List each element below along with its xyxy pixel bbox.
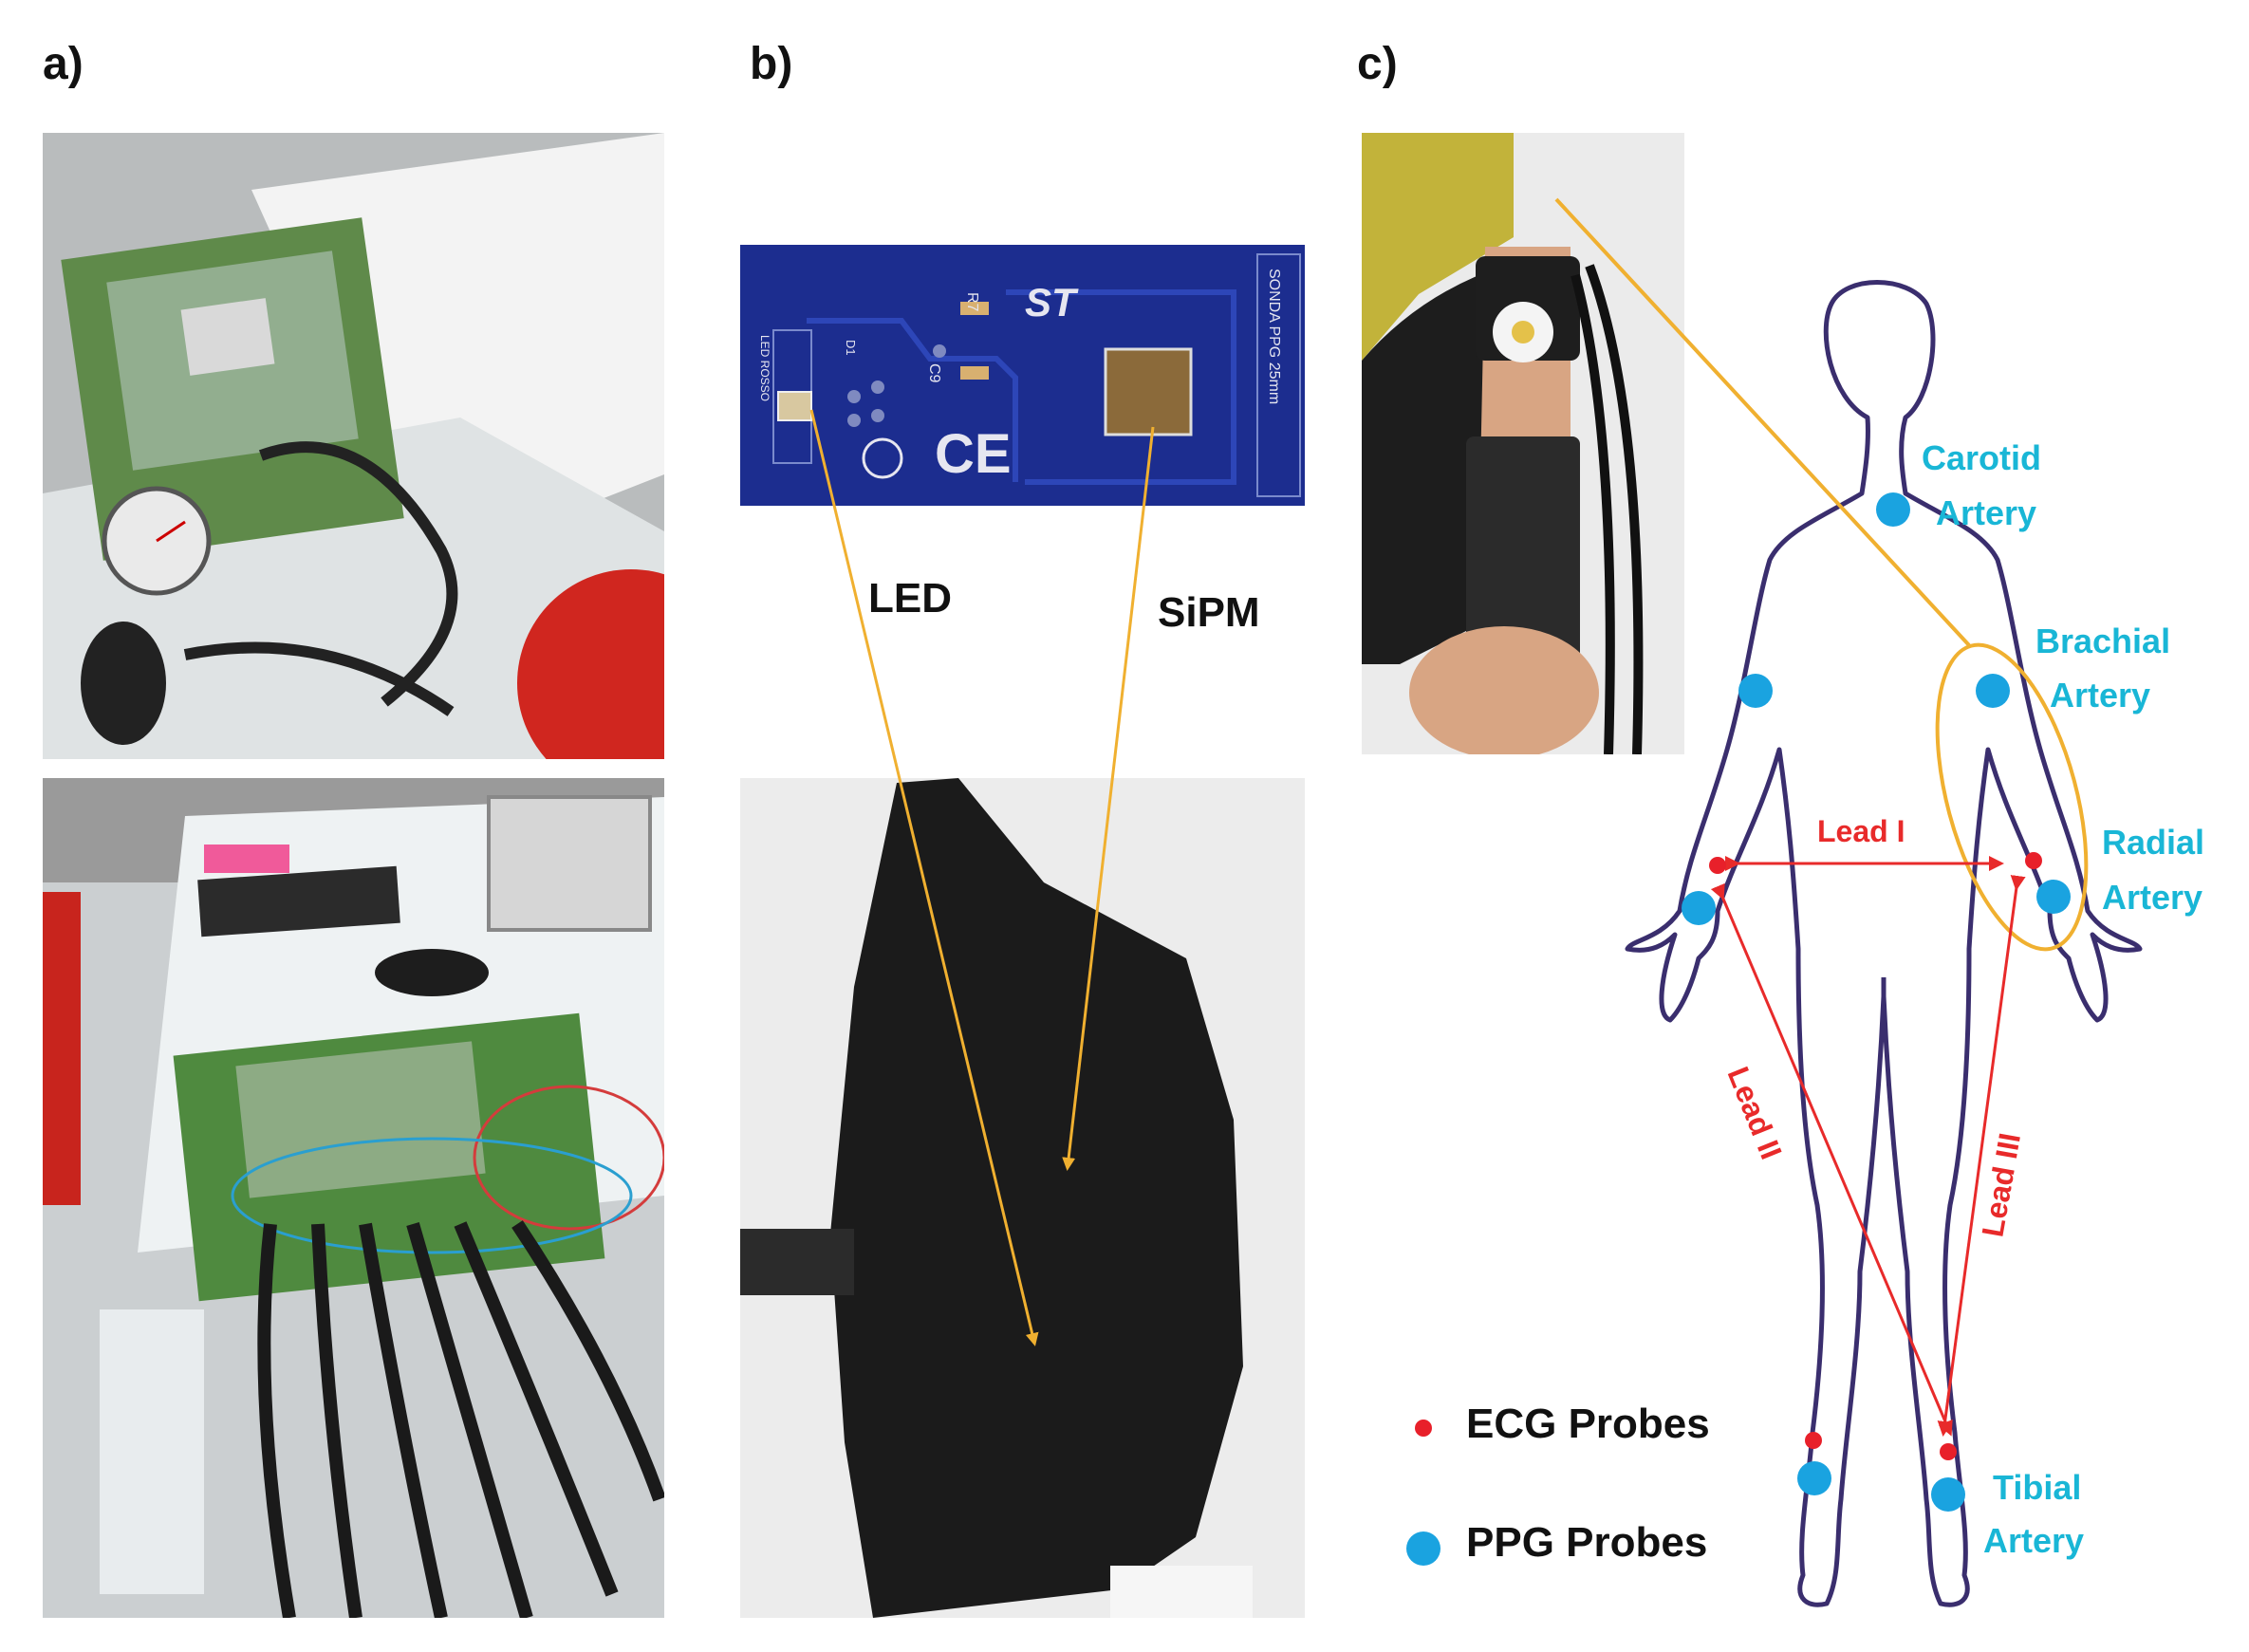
tibial-label-1: Tibial [1993,1468,2081,1507]
pcb-ce-text: CE [935,423,1012,485]
pcb-logo-text: ST [1025,280,1079,325]
lead-ii-label: Lead II [1721,1062,1789,1163]
sipm-connector-line [1062,426,1155,1171]
brachial-label-2: Artery [2050,676,2150,715]
led-label: LED [868,575,952,622]
pcb-board-photo: ST CE R7 C9 D1 LED ROSSO SONDA PPG 25mm [740,245,1305,506]
photo-electronics-desk [43,778,664,1618]
radial-label-1: Radial [2102,823,2204,862]
brachial-label-1: Brachial [2035,622,2170,660]
legend-ecg-label: ECG Probes [1466,1401,1710,1447]
photo-connector-line [1554,197,1971,647]
ecg-probe-dots [1709,852,2042,1460]
panel-b-label: b) [750,39,793,89]
legend-ecg-dot [1415,1420,1432,1437]
photo-bench-gauge [43,133,664,759]
tibial-label-2: Artery [1983,1521,2084,1560]
panel-c-label: c) [1357,39,1398,89]
pcb-led-text: LED ROSSO [758,335,771,401]
sipm-label: SiPM [1158,589,1260,636]
legend-ppg-dot [1406,1531,1440,1566]
legend-ppg-label: PPG Probes [1466,1519,1707,1566]
pcb-d1-text: D1 [844,340,858,356]
pcb-r7-text: R7 [964,292,980,312]
carotid-label-1: Carotid [1922,438,2041,477]
radial-label-2: Artery [2102,878,2203,917]
pcb-c9-text: C9 [926,363,942,383]
fabric-sensor-photo [740,778,1305,1618]
arm-cuff-photo [1362,133,1684,754]
arm-highlight-ellipse [1935,642,2089,952]
ppg-probe-dots [1682,492,2071,1512]
lead-iii-arrow [1937,875,2026,1437]
carotid-label-2: Artery [1936,493,2036,532]
lead-ii-arrow [1710,882,1953,1437]
pcb-sonda-text: SONDA PPG 25mm [1266,269,1282,404]
lead-i-label: Lead I [1817,814,1905,848]
led-connector-line [809,409,1039,1346]
panel-a-label: a) [43,39,84,89]
